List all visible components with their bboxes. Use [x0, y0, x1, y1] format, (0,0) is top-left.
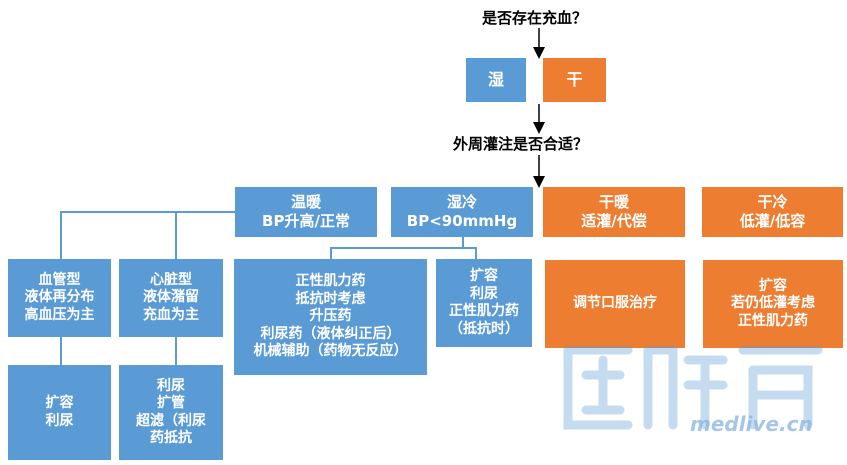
- cold-wet-line2: BP<90mmHg: [406, 212, 518, 230]
- cardiac-line3: 充血为主: [143, 306, 199, 323]
- connector-cold-wet-horizontal: [330, 247, 476, 249]
- connector-cold-wet-a-vertical: [330, 247, 332, 260]
- warm-dry-line2: 适灌/代偿: [581, 212, 647, 230]
- medlive-logo-watermark: [563, 345, 823, 430]
- box-vascular-type: 血管型 液体再分布 高血压为主: [8, 259, 111, 337]
- cold-wet-b-line1: 扩容: [470, 268, 498, 284]
- box-cardiac-treatment: 利尿 扩管 超滤（利尿 药抵抗: [119, 365, 223, 460]
- box-cardiac-type: 心脏型 液体潴留 充血为主: [119, 259, 223, 337]
- cold-wet-a-line1: 正性肌力药: [295, 273, 366, 290]
- box-wet-label: 湿: [487, 70, 504, 89]
- box-cold-dry-treatment: 扩容 若仍低灌考虑 正性肌力药: [703, 260, 843, 348]
- vascular-line3: 高血压为主: [24, 306, 95, 323]
- box-wet: 湿: [466, 58, 526, 102]
- warm-dry-line1: 干暖: [598, 193, 629, 212]
- box-cold-wet-treatment-a: 正性肌力药 抵抗时考虑 升压药 利尿药（液体纠正后） 机械辅助（药物无反应）: [234, 259, 427, 375]
- cold-dry-treatment-line1: 扩容: [759, 277, 787, 294]
- box-warm-dry-treatment: 调节口服治疗: [545, 260, 685, 348]
- box-cold-wet: 湿冷 BP<90mmHg: [391, 187, 533, 237]
- connector-cold-wet-vertical: [462, 237, 464, 248]
- cold-dry-treatment-line3: 正性肌力药: [738, 312, 808, 329]
- cardiac-line1: 心脏型: [150, 271, 192, 288]
- question-perfusion: 外周灌注是否合适？: [453, 135, 589, 153]
- watermark-text: medlive.cn: [690, 412, 813, 436]
- box-warm-wet: 温暖 BP升高/正常: [235, 187, 377, 237]
- cold-wet-a-line2: 抵抗时考虑: [295, 290, 366, 307]
- box-cold-wet-treatment-b: 扩容 利尿 正性肌力药 （抵抗时）: [436, 259, 532, 347]
- warm-wet-line1: 温暖: [290, 193, 321, 212]
- vascular-line2: 液体再分布: [24, 289, 95, 306]
- warm-wet-line2: BP升高/正常: [262, 212, 350, 230]
- cold-dry-line1: 干冷: [757, 193, 788, 212]
- box-cold-dry: 干冷 低灌/低容: [702, 187, 843, 237]
- connector-vascular-vertical: [60, 211, 62, 260]
- vascular-treatment-line2: 利尿: [45, 412, 74, 429]
- connector-cardiac-vertical: [175, 211, 177, 260]
- warm-dry-treatment-line1: 调节口服治疗: [573, 295, 657, 312]
- cold-dry-treatment-line2: 若仍低灌考虑: [731, 295, 815, 312]
- cold-wet-line1: 湿冷: [446, 193, 477, 212]
- vascular-treatment-line1: 扩容: [45, 395, 74, 411]
- cardiac-treatment-line4: 药抵抗: [150, 430, 192, 446]
- cardiac-treatment-line3: 超滤（利尿: [136, 412, 206, 429]
- cardiac-line2: 液体潴留: [143, 289, 199, 306]
- box-warm-dry: 干暖 适灌/代偿: [543, 187, 685, 237]
- connector-warm-wet-horizontal: [60, 211, 236, 213]
- connector-vascular-to-treatment: [60, 337, 62, 365]
- question-congestion: 是否存在充血？: [482, 9, 588, 27]
- cold-wet-b-line3: 正性肌力药: [449, 303, 519, 319]
- cold-wet-a-line4: 利尿药（液体纠正后）: [260, 325, 401, 342]
- cardiac-treatment-line2: 扩管: [157, 395, 185, 411]
- cold-wet-a-line5: 机械辅助（药物无反应）: [253, 343, 408, 360]
- box-vascular-treatment: 扩容 利尿: [8, 365, 111, 460]
- cold-wet-b-line4: （抵抗时）: [449, 320, 519, 337]
- box-dry-label: 干: [566, 70, 583, 89]
- connector-cardiac-to-treatment: [175, 337, 177, 365]
- cold-wet-b-line2: 利尿: [470, 285, 498, 302]
- vascular-line1: 血管型: [38, 271, 81, 288]
- cold-dry-line2: 低灌/低容: [739, 212, 806, 230]
- cardiac-treatment-line1: 利尿: [157, 377, 185, 394]
- connector-cold-wet-b-vertical: [475, 247, 477, 260]
- box-dry: 干: [543, 58, 606, 102]
- cold-wet-a-line3: 升压药: [309, 308, 352, 325]
